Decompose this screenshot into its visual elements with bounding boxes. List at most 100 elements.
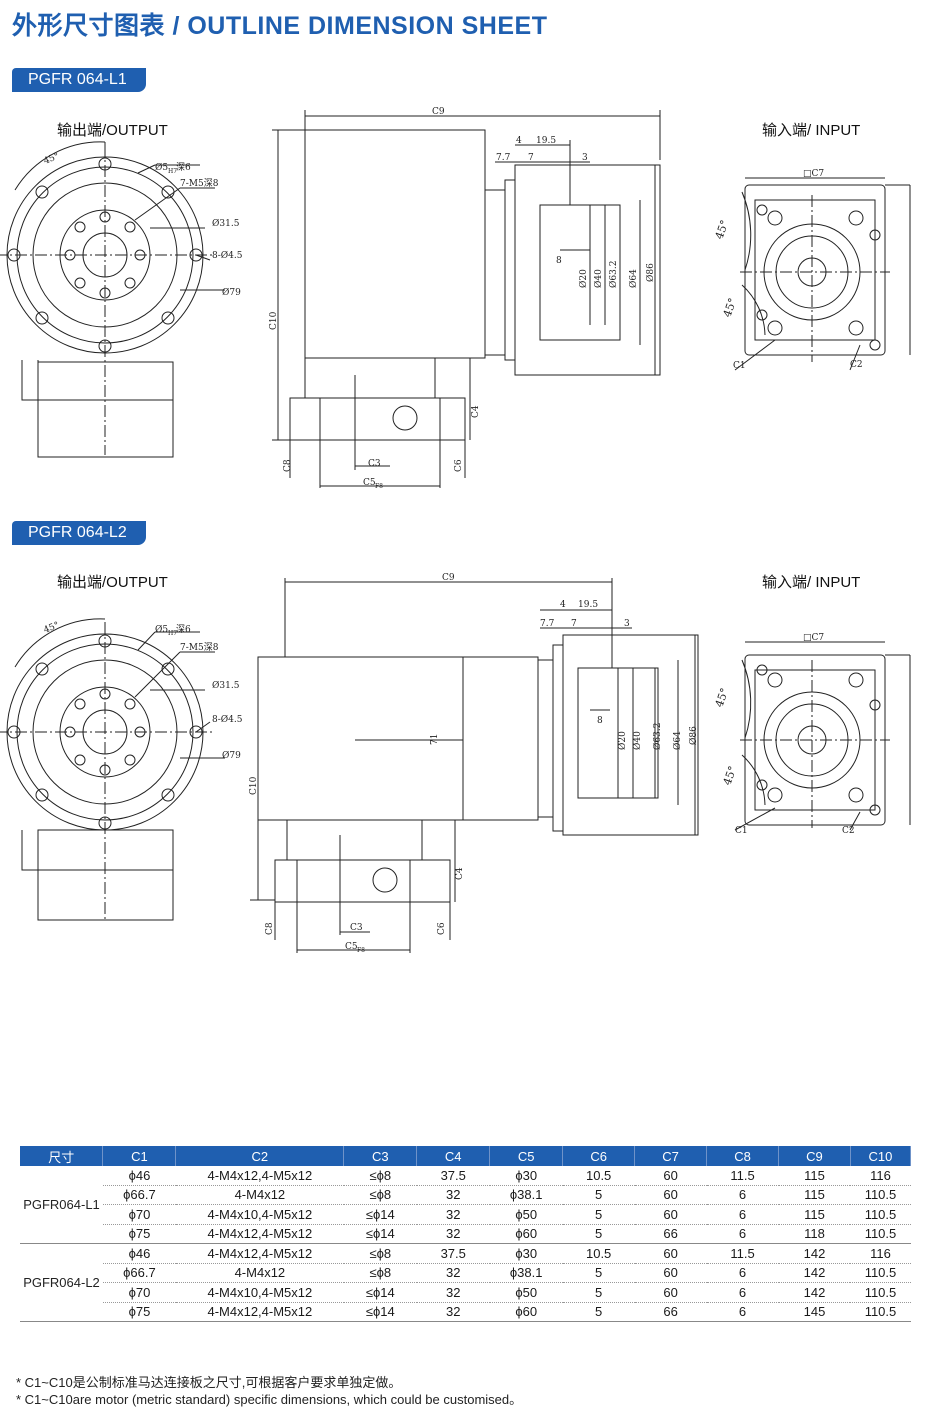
table-cell: ϕ70 — [102, 1282, 176, 1303]
c5-tol-label: F8 — [375, 483, 383, 490]
table-cell: ≤ϕ14 — [343, 1224, 417, 1244]
side-labels-l1: C9 C10 4 19.5 7.7 7 3 8 Ø20 Ø40 Ø63.2 Ø6… — [269, 107, 656, 490]
table-cell: ϕ50 — [489, 1204, 563, 1225]
table-cell: 145 — [778, 1302, 851, 1322]
phi64-label: Ø64 — [628, 269, 639, 288]
d77-label-l2: 7.7 — [540, 619, 555, 629]
table-row: ϕ70 4-M4x10,4-M5x12 ≤ϕ14 32 ϕ50 5 60 6 1… — [20, 1282, 911, 1303]
table-cell: 37.5 — [416, 1166, 490, 1186]
dimension-table: 尺寸 C1 C2 C3 C4 C5 C6 C7 C8 C9 C10 PGFR06… — [20, 1146, 912, 1322]
d8-label: 8 — [556, 256, 562, 266]
table-row: ϕ66.7 4-M4x12 ≤ϕ8 32 ϕ38.1 5 60 6 142 11… — [20, 1263, 911, 1283]
note-english: * C1~C10are motor (metric standard) spec… — [16, 1392, 523, 1407]
col-header: C9 — [778, 1146, 851, 1166]
col-header: C8 — [706, 1146, 780, 1166]
table-cell: ≤ϕ8 — [343, 1263, 417, 1283]
table-cell: 5 — [562, 1185, 635, 1205]
thread-label-l2: 7-M5深8 — [180, 642, 219, 653]
input-angle-label-2: 45° — [721, 296, 740, 319]
phi632-label-l2: Ø63.2 — [652, 723, 663, 750]
table-cell: 6 — [706, 1302, 779, 1322]
table-cell: 5 — [562, 1282, 635, 1303]
outer-label: Ø79 — [222, 287, 241, 298]
table-cell: 60 — [634, 1185, 707, 1205]
c9-label-l2: C9 — [442, 573, 455, 583]
input-angle-label-l2-2: 45° — [721, 764, 740, 787]
c4-label: C4 — [471, 405, 481, 418]
c7-label: □C7 — [803, 169, 824, 179]
table-cell: 6 — [706, 1263, 779, 1283]
table-cell: 115 — [778, 1204, 851, 1225]
table-cell: ϕ75 — [102, 1224, 176, 1244]
table-cell: 142 — [778, 1243, 851, 1264]
col-header: C10 — [850, 1146, 912, 1166]
table-cell: 10.5 — [562, 1166, 635, 1186]
d4-label-l2: 4 — [560, 600, 566, 610]
input-view-l1 — [734, 177, 911, 371]
table-cell: 5 — [562, 1263, 635, 1283]
c2-label: C2 — [850, 360, 863, 370]
table-cell: 4-M4x12 — [175, 1185, 344, 1205]
table-cell: ϕ46 — [102, 1166, 176, 1186]
drawing-l2: 45° Ø5 H7 深6 7-M5深8 Ø31.5 8-Ø4.5 Ø79 — [0, 573, 911, 954]
c2-label-l2: C2 — [842, 826, 855, 836]
side-view-l1 — [272, 110, 661, 488]
holes-label-l2: 8-Ø4.5 — [212, 714, 243, 725]
c9-label: C9 — [432, 107, 445, 117]
table-cell: ≤ϕ8 — [343, 1166, 417, 1186]
output-view-l1 — [0, 141, 225, 458]
col-header: C2 — [175, 1146, 345, 1166]
note-chinese: * C1~C10是公制标准马达连接板之尺寸,可根据客户要求单独定做。 — [16, 1375, 402, 1390]
table-cell: ≤ϕ8 — [343, 1185, 417, 1205]
c8-label-l2: C8 — [265, 922, 275, 935]
table-cell: ϕ50 — [489, 1282, 563, 1303]
table-cell: ϕ38.1 — [489, 1263, 563, 1283]
table-cell: 4-M4x12,4-M5x12 — [175, 1243, 344, 1264]
table-cell: ≤ϕ14 — [343, 1302, 417, 1322]
page-title: 外形尺寸图表 / OUTLINE DIMENSION SHEET — [12, 12, 548, 40]
phi632-label: Ø63.2 — [608, 261, 619, 288]
phi64-label-l2: Ø64 — [672, 731, 683, 750]
table-cell: 116 — [850, 1243, 911, 1264]
outer-label-l2: Ø79 — [222, 750, 241, 761]
table-cell: 110.5 — [850, 1224, 911, 1244]
table-cell: 6 — [706, 1224, 779, 1244]
input-label-l1: 输入端/ INPUT — [762, 122, 861, 139]
c5-label-l2: C5 — [345, 942, 358, 952]
side-labels-l2: C9 C10 71 4 19.5 7.7 7 3 8 Ø20 Ø40 Ø63.2… — [249, 573, 699, 954]
table-cell: 5 — [562, 1302, 635, 1322]
col-header: C3 — [343, 1146, 418, 1166]
phi40-label-l2: Ø40 — [632, 731, 643, 750]
table-cell: ≤ϕ14 — [343, 1282, 417, 1303]
c10-label: C10 — [269, 311, 279, 330]
thread-label: 7-M5深8 — [180, 178, 219, 189]
model-badge-l2: PGFR 064-L2 — [12, 521, 146, 545]
input-angle-label: 45° — [713, 218, 732, 241]
phi86-label: Ø86 — [645, 263, 656, 282]
table-row: ϕ66.7 4-M4x12 ≤ϕ8 32 ϕ38.1 5 60 6 115 11… — [20, 1185, 911, 1205]
table-cell: 10.5 — [562, 1243, 635, 1264]
col-header: C6 — [562, 1146, 636, 1166]
table-header-row: 尺寸 C1 C2 C3 C4 C5 C6 C7 C8 C9 C10 — [20, 1146, 912, 1166]
table-cell: ϕ66.7 — [102, 1185, 176, 1205]
d3-label: 3 — [582, 153, 588, 163]
table-cell: 11.5 — [706, 1166, 779, 1186]
table-cell: 4-M4x10,4-M5x12 — [175, 1282, 344, 1303]
col-header: C7 — [634, 1146, 708, 1166]
table-row: ϕ75 4-M4x12,4-M5x12 ≤ϕ14 32 ϕ60 5 66 6 1… — [20, 1224, 911, 1244]
input-labels-l2: □C7 45° 45° C1 C2 — [713, 633, 855, 836]
table-cell: 11.5 — [706, 1243, 779, 1264]
table-cell: ϕ60 — [489, 1302, 563, 1322]
pin-label-l2: Ø5 — [155, 624, 168, 635]
pin-depth-label: 深6 — [176, 162, 191, 173]
model-cell: PGFR064-L1 — [20, 1166, 103, 1244]
table-cell: 115 — [778, 1166, 851, 1186]
table-cell: 32 — [416, 1224, 490, 1244]
table-cell: 32 — [416, 1282, 490, 1303]
d77-label: 7.7 — [496, 153, 511, 163]
drawing-l1: 45° Ø5 H7 深6 7-M5深8 Ø31.5 8-Ø4.5 Ø79 — [0, 107, 911, 490]
d71-label-l2: 71 — [430, 734, 440, 745]
table-cell: 66 — [634, 1302, 707, 1322]
table-cell: 4-M4x10,4-M5x12 — [175, 1204, 344, 1225]
c3-label: C3 — [368, 459, 381, 469]
